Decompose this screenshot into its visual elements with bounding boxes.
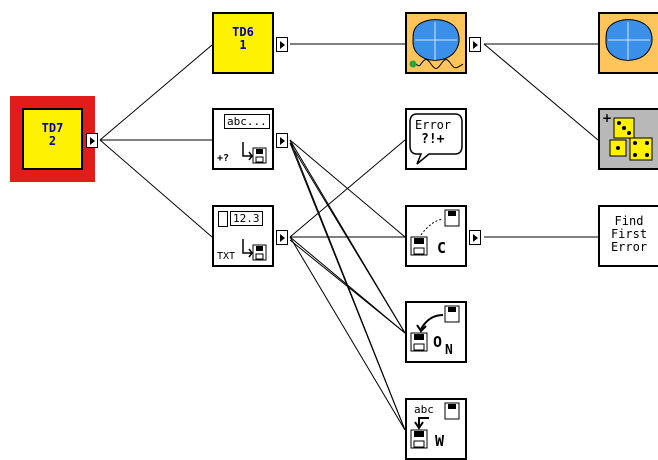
close-file-icon [410,209,460,256]
numeric-sub-label: TXT [217,251,236,262]
write-letter: W [435,432,445,450]
open-sub-letter: N [445,343,453,358]
string-sub-label: +? [217,153,230,164]
numeric-sample-box: 12.3 [230,211,263,226]
td6-label-line2: 1 [239,38,247,52]
td6-label-line1: TD6 [232,25,254,39]
wire [289,139,406,238]
number-to-file-output-terminal[interactable] [276,230,288,245]
wire [483,43,599,141]
write-sample-text: abc [414,403,434,416]
td6-output-terminal[interactable] [276,37,288,52]
td6-subvi[interactable]: TD6 1 [212,12,274,74]
waveform-blob-node-2[interactable] [598,12,658,74]
waveform-output-terminal[interactable] [469,37,481,52]
wire [289,142,406,334]
wire [99,139,213,238]
open-file-icon [410,305,460,352]
td7-label-line2: 2 [48,134,57,148]
error-label-line2: ?!+ [421,132,445,147]
floppy-disk-icon [242,142,267,164]
find-label-line1: Find [614,214,644,228]
td7-subvi[interactable]: TD7 2 [22,108,83,170]
open-file-node[interactable]: O N [405,301,467,363]
write-file-node[interactable]: abc W [405,398,467,460]
error-dialog-node[interactable]: Error ?!+ [405,108,467,170]
error-label-line1: Error [415,118,452,132]
td7-output-terminal[interactable] [86,133,98,148]
find-label-line2: First [610,227,648,241]
write-number-to-file-node[interactable]: 12.3 TXT [212,205,274,267]
wire [289,236,406,431]
find-label-line3: Error [610,240,648,254]
td7-label-line1: TD7 [41,121,64,135]
close-letter: C [437,239,447,257]
write-string-to-file-node[interactable]: abc... +? [212,108,274,170]
string-to-file-output-terminal[interactable] [276,133,288,148]
open-letter: O [433,333,443,351]
dice-icon: + [602,111,653,161]
waveform-blob-node[interactable] [405,12,467,74]
write-file-icon [410,402,460,449]
blob-waveform-icon [409,19,464,69]
svg-text:+: + [602,111,612,125]
wire [99,44,213,141]
speech-bubble-icon [409,113,463,165]
numeric-stepper-icon [218,211,228,227]
close-file-output-terminal[interactable] [469,230,481,245]
close-file-node[interactable]: C [405,205,467,267]
string-sample-box: abc... [224,114,270,129]
find-first-error-node[interactable]: Find First Error [598,205,658,267]
blob-icon [605,19,653,61]
wire [289,239,406,334]
random-dice-node[interactable]: + [598,108,658,170]
floppy-disk-icon [242,239,267,261]
